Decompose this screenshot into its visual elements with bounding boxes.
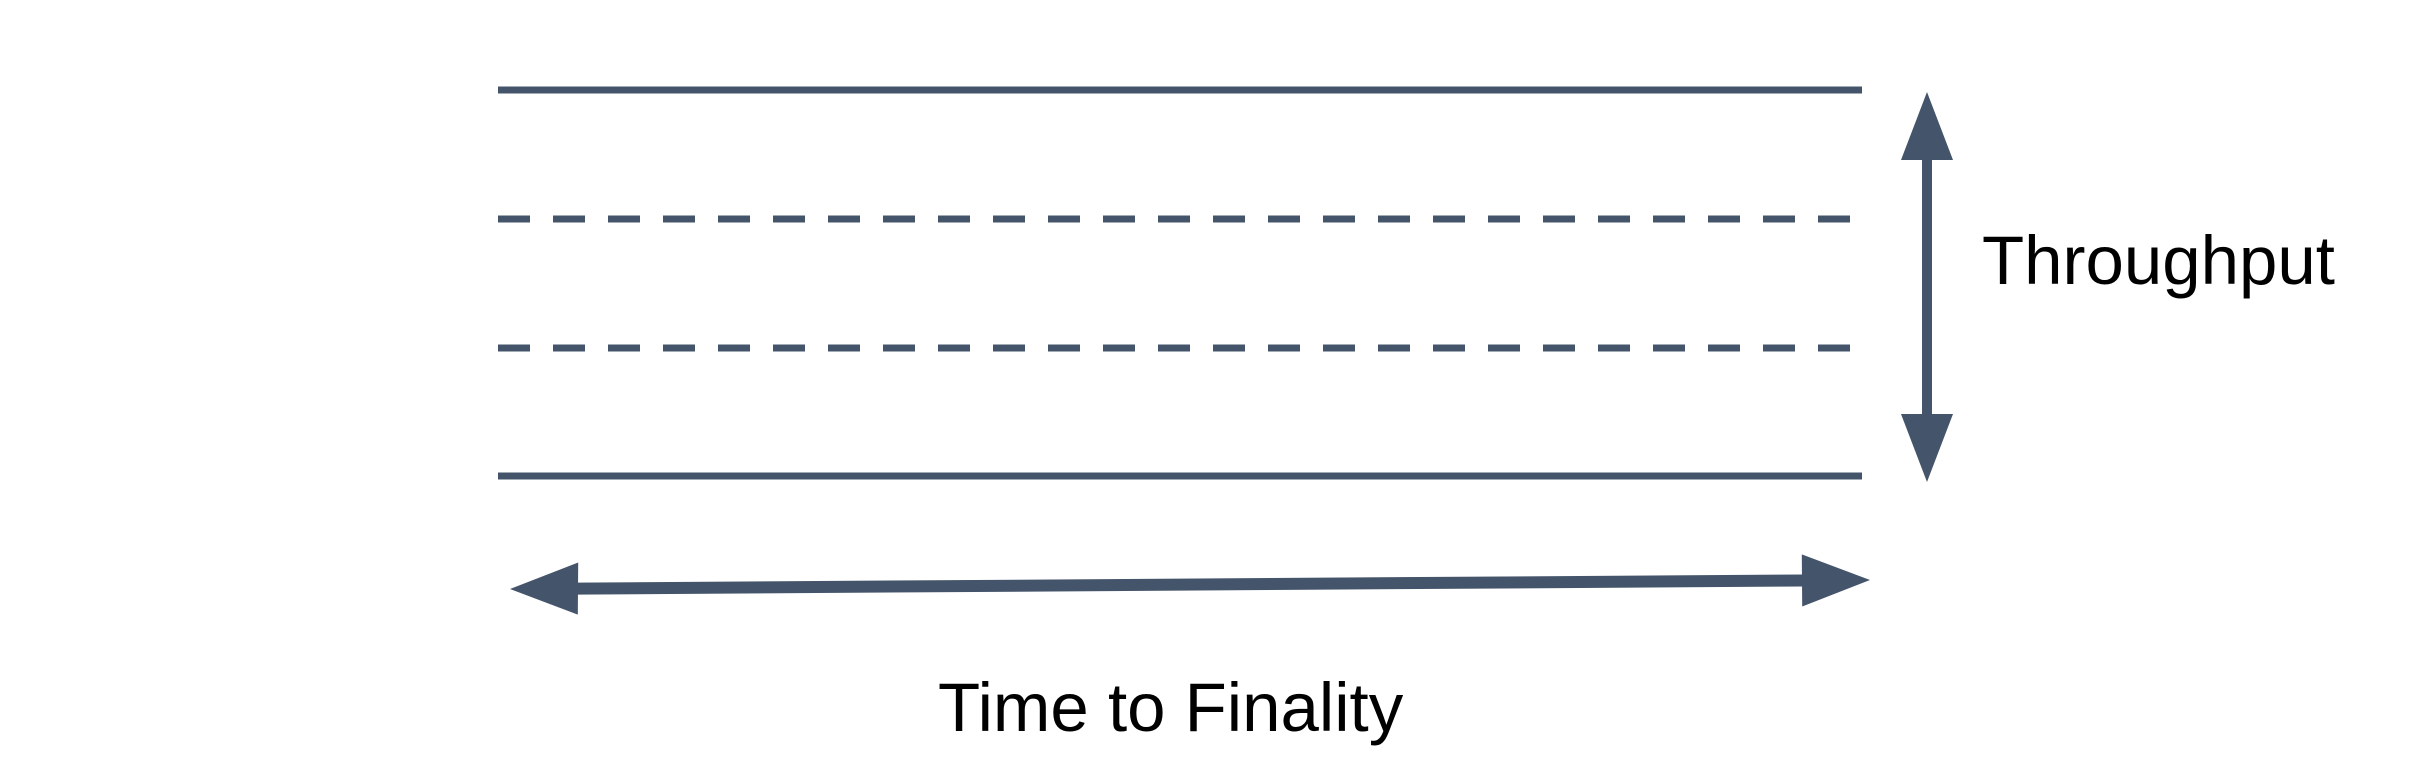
throughput-label: Throughput xyxy=(1982,222,2335,299)
time-to-finality-label: Time to Finality xyxy=(938,669,1404,746)
arrow-up-icon xyxy=(1901,92,1953,160)
throughput-arrow xyxy=(1901,92,1953,482)
time-to-finality-arrow xyxy=(510,554,1870,615)
arrow-down-icon xyxy=(1901,414,1953,482)
time-to-finality-arrow-shaft xyxy=(575,574,1805,595)
arrow-left-icon xyxy=(510,562,579,615)
arrow-right-icon xyxy=(1801,554,1870,607)
